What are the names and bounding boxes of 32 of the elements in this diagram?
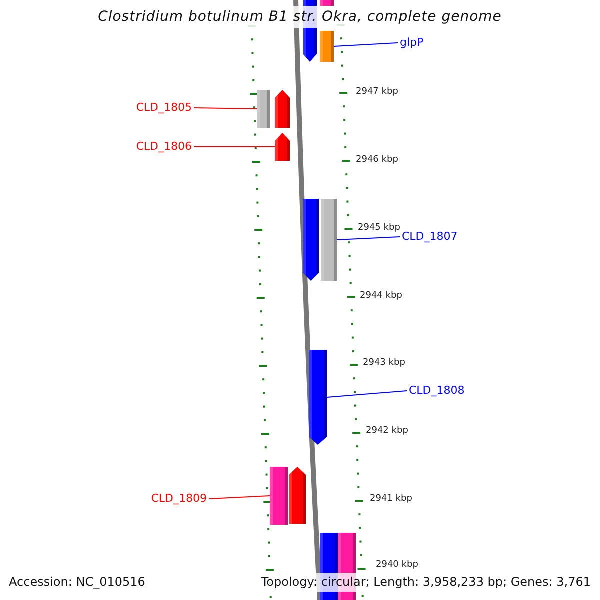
gene-bar	[320, 31, 334, 62]
scale-label: 2941 kbp	[370, 494, 412, 505]
gene-label: CLD_1808	[409, 384, 471, 398]
gene-bar	[270, 467, 288, 525]
gene-bar	[320, 0, 334, 6]
scale-label: 2942 kbp	[366, 426, 408, 437]
genome-info-text: Topology: circular; Length: 3,958,233 bp; Genes: 3,761	[261, 574, 591, 591]
gene-label: CLD_1806	[132, 140, 192, 154]
gene-bar	[303, 199, 319, 281]
gene-label: CLD_1807	[402, 230, 464, 244]
leader-line	[326, 390, 408, 398]
leader-line	[194, 146, 276, 148]
leader-line	[194, 108, 258, 110]
gene-bar	[321, 199, 337, 281]
gene-label: glpP	[400, 36, 432, 50]
leader-line	[334, 42, 398, 47]
gene-label: CLD_1805	[132, 101, 192, 115]
scale-label: 2945 kbp	[358, 223, 400, 234]
gene-bar	[275, 133, 290, 161]
scale-label: 2947 kbp	[356, 87, 398, 98]
gene-bar	[257, 90, 270, 128]
scale-label: 2940 kbp	[376, 560, 418, 571]
gene-bar	[275, 90, 290, 128]
scale-label: 2944 kbp	[360, 291, 402, 302]
scale-label: 2943 kbp	[363, 358, 406, 369]
gene-bar	[289, 467, 306, 524]
gene-label: CLD_1809	[147, 492, 207, 506]
gene-bar	[309, 350, 327, 445]
leader-line	[208, 496, 270, 500]
leader-line	[336, 236, 400, 240]
scale-label: 2946 kbp	[356, 155, 398, 166]
accession-text: Accession: NC_010516	[9, 574, 146, 591]
